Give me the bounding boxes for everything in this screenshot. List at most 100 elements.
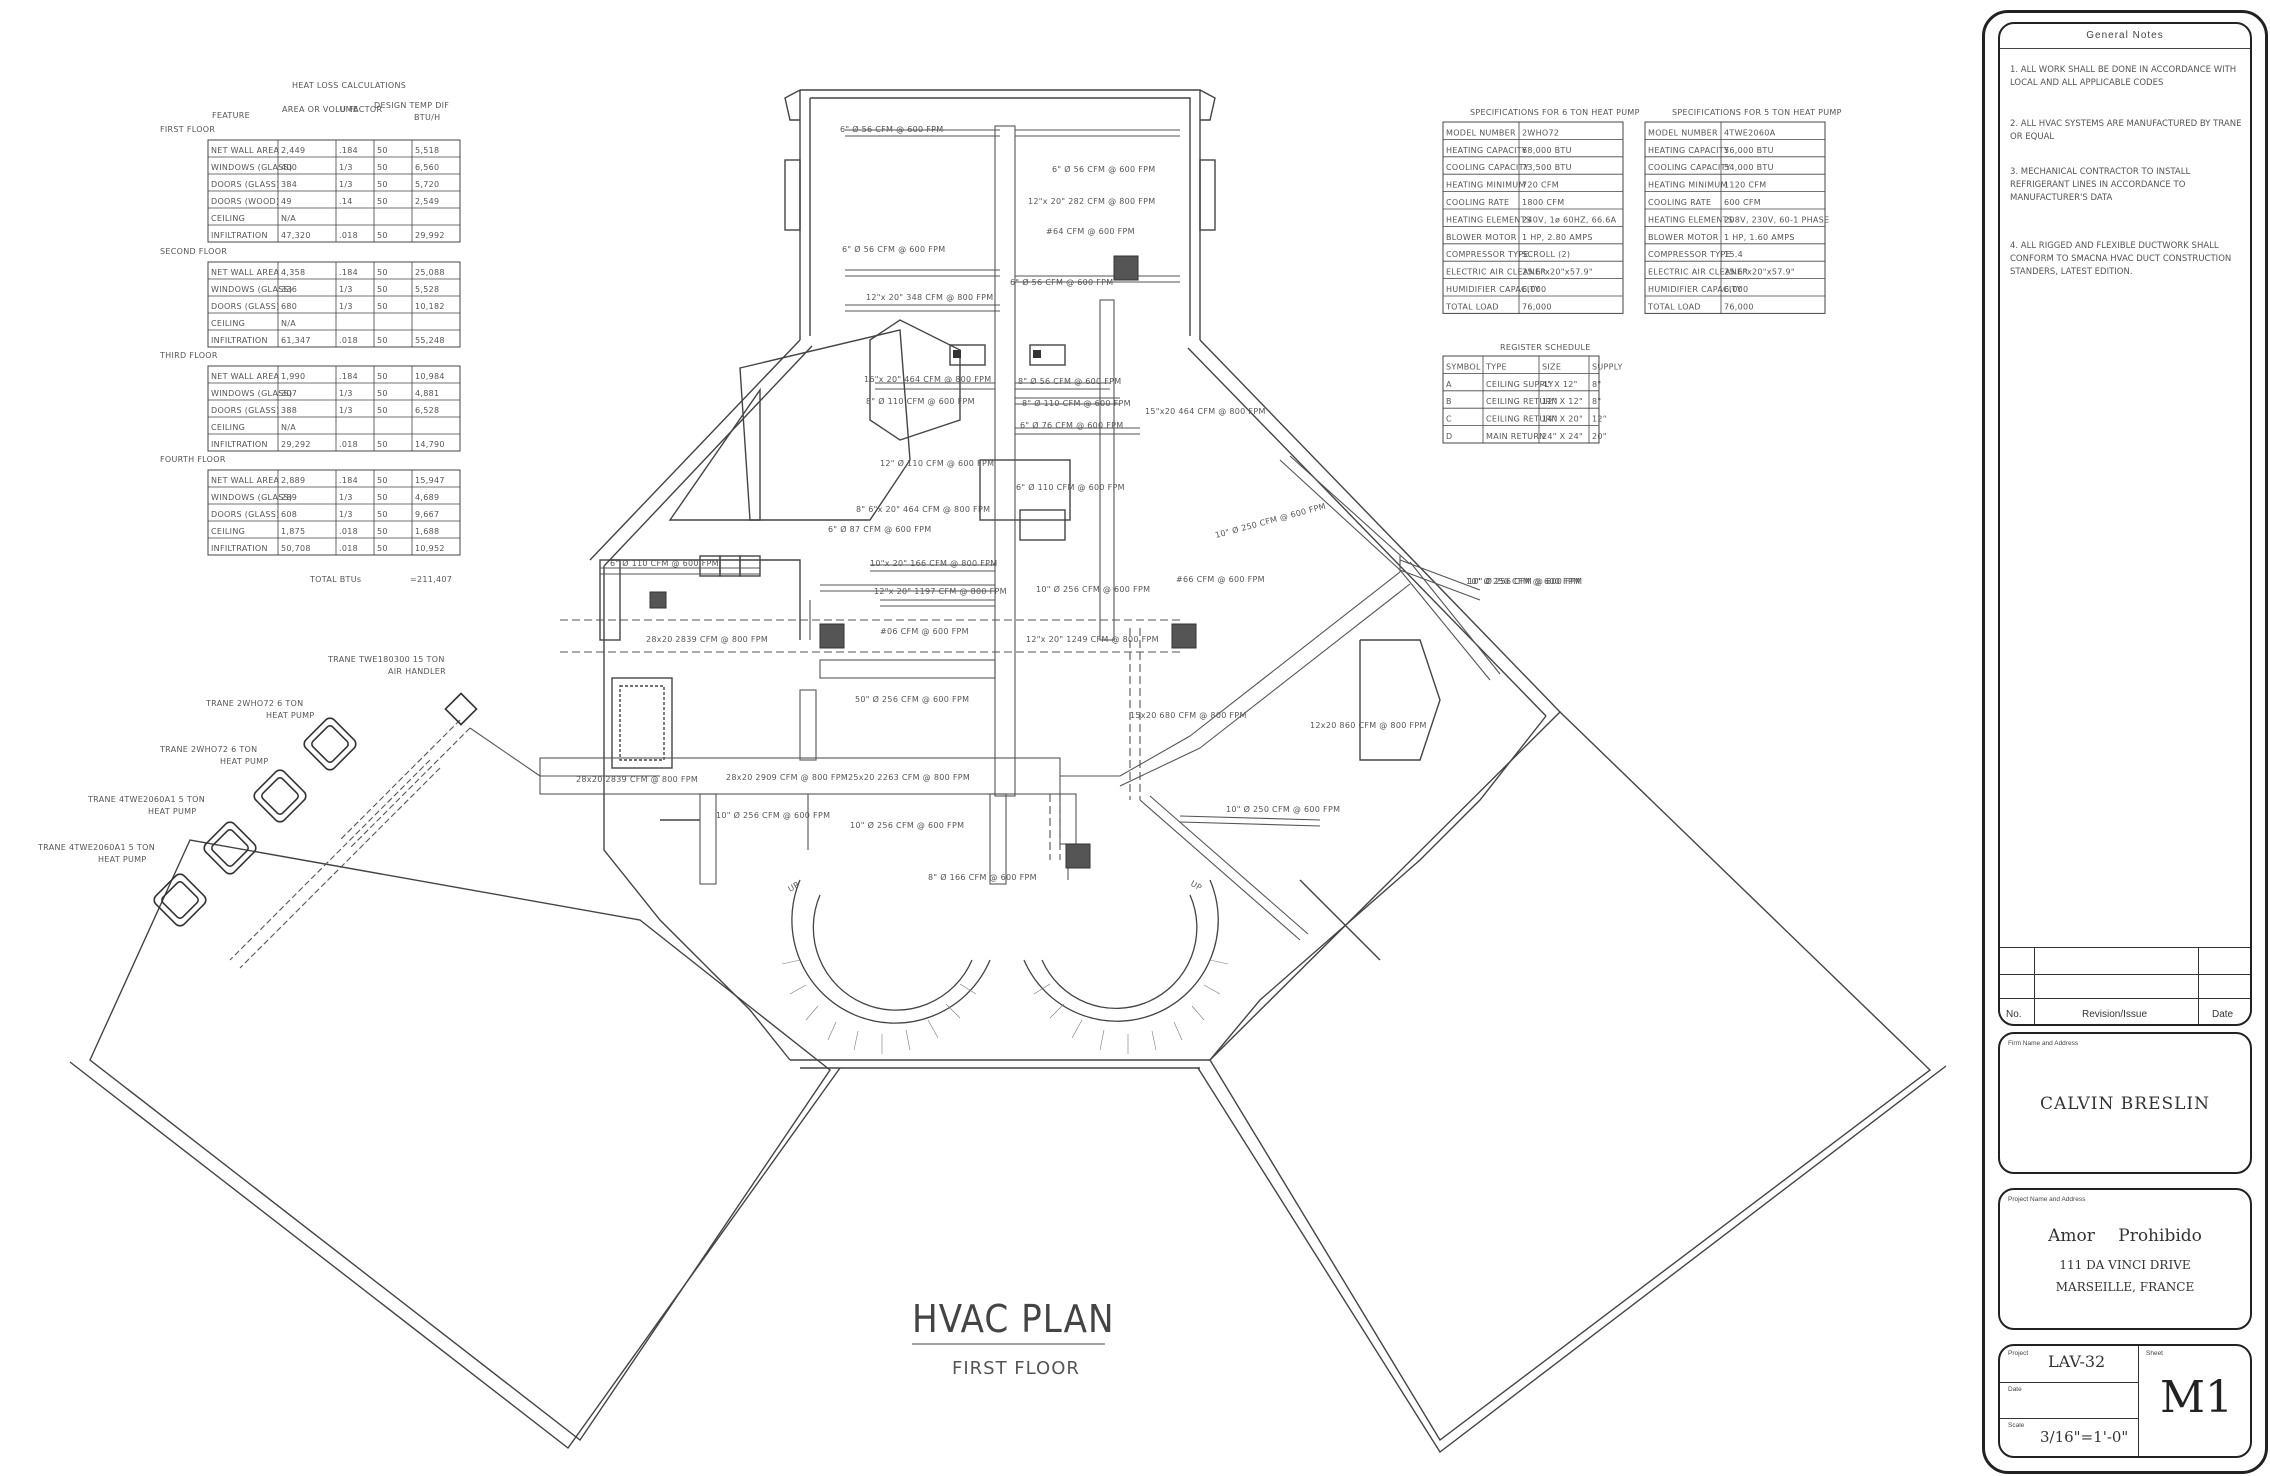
project-address-line1: 111 DA VINCI DRIVE <box>2059 1258 2191 1272</box>
spec-6ton-cell: 73,500 BTU <box>1522 163 1572 172</box>
equipment-label: TRANE 2WHO72 6 TON <box>159 745 257 754</box>
plan-title: HVAC PLAN <box>912 1297 1115 1341</box>
hl-floor-table-cell: 25,088 <box>415 268 445 277</box>
spec-6ton-cell: 76,000 <box>1522 302 1552 311</box>
spec-5ton-cell: 4TWE2060A <box>1724 128 1776 137</box>
hl-floor-table-cell: NET WALL AREA <box>211 372 280 381</box>
hl-floor-name: SECOND FLOOR <box>160 247 227 256</box>
hl-col-btu: BTU/H <box>414 113 440 122</box>
hl-floor-table-cell: CEILING <box>211 214 245 223</box>
duct-size-label: #64 CFM @ 600 FPM <box>1046 227 1135 236</box>
spec-6ton-table: SPECIFICATIONS FOR 6 TON HEAT PUMP MODEL… <box>1442 108 1639 314</box>
hl-floor-table-cell: 50 <box>377 268 388 277</box>
hl-floor-table-cell: 50 <box>377 336 388 345</box>
hl-floor-table-cell: N/A <box>281 423 296 432</box>
duct-size-label: 16"x 20" 464 CFM @ 800 FPM <box>864 375 991 384</box>
duct-size-label: 6" Ø 110 CFM @ 600 FPM <box>610 558 719 568</box>
spec-6ton-cell: SCROLL (2) <box>1522 250 1570 259</box>
equipment-label: TRANE 2WHO72 6 TON <box>205 699 303 708</box>
hl-floor-table-cell: 1/3 <box>339 406 353 415</box>
register-schedule-cell: A <box>1446 380 1452 389</box>
spec-5ton-cell: 54,000 BTU <box>1724 163 1774 172</box>
spec-5ton-cell: COMPRESSOR TYPE <box>1648 250 1731 259</box>
sheet-number: M1 <box>2160 1372 2234 1423</box>
equipment-label: TRANE 4TWE2060A1 5 TON <box>37 843 155 852</box>
register-schedule-cell: 4" X 12" <box>1542 380 1578 389</box>
spec-5ton-cell: 76,000 <box>1724 302 1754 311</box>
divider <box>2000 1382 2138 1383</box>
spec-6ton-cell: BLOWER MOTOR <box>1446 233 1517 242</box>
hl-floor-table-cell: 384 <box>281 180 297 189</box>
hl-floor-table-cell: 4,881 <box>415 389 439 398</box>
divider <box>2000 1418 2138 1419</box>
duct-size-label: 15x20 680 CFM @ 800 FPM <box>1130 711 1247 720</box>
hl-floor-table-cell: N/A <box>281 214 296 223</box>
heat-loss-title: HEAT LOSS CALCULATIONS <box>292 81 406 90</box>
register-schedule-cell: D <box>1446 432 1452 441</box>
hl-floor-table-cell: 608 <box>281 510 297 519</box>
divider <box>2138 1346 2139 1456</box>
hl-floor-table-cell: INFILTRATION <box>211 440 268 449</box>
duct-size-label: 10" Ø 250 CFM @ 600 FPM <box>1466 576 1580 586</box>
spec-6ton-cell: 240V, 1ø 60HZ, 66.6A <box>1522 215 1617 224</box>
project-address-line2: MARSEILLE, FRANCE <box>2055 1280 2195 1294</box>
spec-5ton-cell: COOLING CAPACITY <box>1648 163 1731 172</box>
hl-floor-table-cell: 47,320 <box>281 231 311 240</box>
equipment-label: TRANE 4TWE2060A1 5 TON <box>87 795 205 804</box>
duct-size-label: 8" Ø 110 CFM @ 600 FPM <box>866 396 975 406</box>
revision-no-header: No. <box>2006 1009 2022 1020</box>
general-note-1: 1. ALL WORK SHALL BE DONE IN ACCORDANCE … <box>2010 65 2237 88</box>
divider <box>2034 948 2035 1024</box>
register-schedule-cell: 8" <box>1592 397 1601 406</box>
register-schedule-cell: SYMBOL <box>1446 362 1481 371</box>
spec-5ton-cell: 15.4 <box>1724 250 1743 259</box>
hl-floor-table-cell: 1/3 <box>339 285 353 294</box>
spec-6ton-cell: 1800 CFM <box>1522 198 1564 207</box>
hl-floor-table-cell: 1/3 <box>339 180 353 189</box>
duct-size-label: 28x20 2839 CFM @ 800 FPM <box>646 635 768 644</box>
hl-col-u: U FACTOR <box>340 105 382 114</box>
hl-floor-table-cell: .184 <box>339 476 358 485</box>
hl-total-value: =211,407 <box>410 575 452 584</box>
hl-floor-table-cell: 1/3 <box>339 510 353 519</box>
duct-size-label: 6" Ø 110 CFM @ 600 FPM <box>1016 482 1125 492</box>
hl-floor-table-cell: WINDOWS (GLASS) <box>211 389 292 398</box>
hl-total-label: TOTAL BTUs <box>309 575 361 584</box>
sheet-label: Sheet <box>2146 1350 2163 1357</box>
hl-floor-table-cell: 50 <box>377 285 388 294</box>
spec-5ton-cell: HUMIDIFIER CAPACITY <box>1648 285 1742 294</box>
duct-size-label: 8" 6"x 20" 464 CFM @ 800 FPM <box>856 505 990 514</box>
hl-floor-table-cell: CEILING <box>211 319 245 328</box>
spec-5ton-cell: HEATING CAPACITY <box>1648 146 1729 155</box>
duct-size-label: 25x20 2263 CFM @ 800 FPM <box>848 773 970 782</box>
hl-floor-table-cell: 50 <box>377 302 388 311</box>
hl-floor-table-cell: CEILING <box>211 423 245 432</box>
hl-floor-table-border <box>207 261 461 348</box>
register-schedule-cell: CEILING SUPPLY <box>1486 380 1554 389</box>
duct-size-label: 12"x 20" 348 CFM @ 800 FPM <box>866 293 993 302</box>
project-panel: Project Name and Address Amor Prohibido … <box>1998 1188 2252 1330</box>
hl-floor-table-cell: 1/3 <box>339 302 353 311</box>
spec-5ton-cell: HEATING ELEMENTS <box>1648 215 1733 224</box>
duct-size-label: #06 CFM @ 600 FPM <box>880 627 969 636</box>
equipment-label: AIR HANDLER <box>388 667 446 676</box>
spec-6ton-cell: 1 HP, 2.80 AMPS <box>1522 233 1593 242</box>
register-schedule-border <box>1442 355 1600 444</box>
hl-floor-table-cell: NET WALL AREA <box>211 476 280 485</box>
hl-floor-table-cell: 1,688 <box>415 527 439 536</box>
hl-floor-table-cell: 1/3 <box>339 163 353 172</box>
general-note-2: 2. ALL HVAC SYSTEMS ARE MANUFACTURED BY … <box>2010 119 2242 142</box>
revision-date-header: Date <box>2212 1009 2234 1020</box>
spec-5ton-cell: 600 CFM <box>1724 198 1761 207</box>
spec-6ton-cell: HUMIDIFIER CAPACITY <box>1446 285 1540 294</box>
equipment-label: HEAT PUMP <box>266 711 314 720</box>
hl-floor-table-cell: .018 <box>339 336 358 345</box>
hl-floor-table-cell: .14 <box>339 197 353 206</box>
spec-5ton-cell: MODEL NUMBER <box>1648 128 1718 137</box>
hl-floor-table-cell: NET WALL AREA <box>211 268 280 277</box>
hl-floor-table-cell: DOORS (GLASS) <box>211 406 280 415</box>
hl-floor-table-cell: N/A <box>281 319 296 328</box>
